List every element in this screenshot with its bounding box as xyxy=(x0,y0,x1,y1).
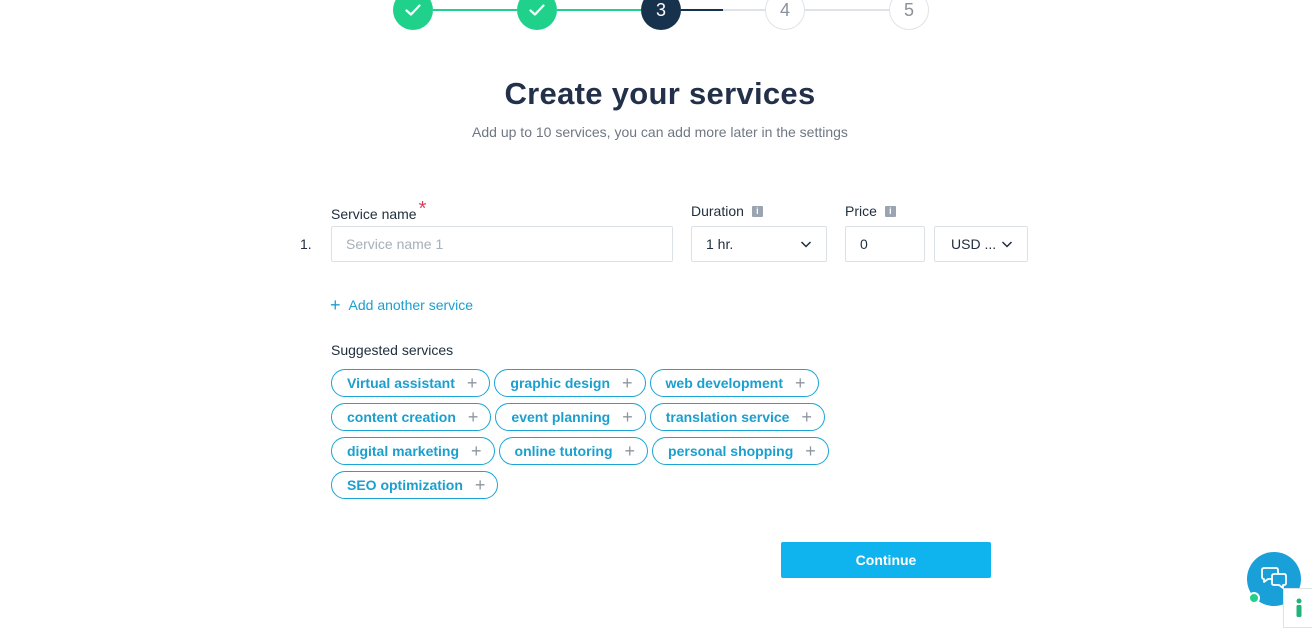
add-another-service-label: Add another service xyxy=(348,297,474,313)
step-connector xyxy=(557,9,641,11)
plus-icon: + xyxy=(474,475,486,495)
suggested-services-list: Virtual assistant+graphic design+web dev… xyxy=(331,369,871,505)
step-2-completed[interactable] xyxy=(517,0,557,30)
service-name-label: Service name* xyxy=(331,198,426,225)
suggested-service-chip[interactable]: web development + xyxy=(649,369,819,397)
duration-value: 1 hr. xyxy=(706,236,734,252)
side-feedback-tab[interactable] xyxy=(1283,588,1312,628)
plus-icon: + xyxy=(622,407,633,427)
duration-label: Duration i xyxy=(691,203,763,219)
suggested-service-label: graphic design xyxy=(510,375,610,391)
duration-select[interactable]: 1 hr. xyxy=(691,226,827,262)
plus-icon: + xyxy=(801,407,812,427)
suggested-service-chip[interactable]: online tutoring + xyxy=(498,437,649,465)
duration-label-text: Duration xyxy=(691,203,744,219)
checkmark-icon xyxy=(405,4,421,16)
suggested-service-label: Virtual assistant xyxy=(347,375,455,391)
price-label-text: Price xyxy=(845,203,877,219)
service-name-input[interactable] xyxy=(331,226,673,262)
suggested-service-chip[interactable]: Virtual assistant + xyxy=(331,369,491,397)
required-asterisk: * xyxy=(418,198,427,220)
suggested-service-label: digital marketing xyxy=(347,443,460,459)
page-subtitle: Add up to 10 services, you can add more … xyxy=(472,124,848,140)
progress-stepper: 3 4 5 xyxy=(393,0,929,30)
step-5: 5 xyxy=(889,0,929,30)
plus-icon: + xyxy=(805,441,816,461)
plus-icon: + xyxy=(467,407,479,427)
checkmark-icon xyxy=(529,4,545,16)
step-4: 4 xyxy=(765,0,805,30)
suggested-service-label: event planning xyxy=(511,409,611,425)
chevron-down-icon xyxy=(800,241,812,248)
suggested-service-chip[interactable]: personal shopping + xyxy=(652,437,829,465)
suggested-service-chip[interactable]: graphic design + xyxy=(494,369,646,397)
service-row-number: 1. xyxy=(300,236,312,252)
plus-icon: + xyxy=(794,373,806,393)
person-icon xyxy=(1296,598,1301,617)
step-connector xyxy=(433,9,517,11)
currency-value: USD ... xyxy=(951,236,997,252)
suggested-service-chip[interactable]: content creation + xyxy=(331,403,492,431)
online-status-dot xyxy=(1248,592,1260,604)
service-name-label-text: Service name xyxy=(331,206,417,222)
step-3-current: 3 xyxy=(641,0,681,30)
plus-icon: + xyxy=(471,441,482,461)
step-connector xyxy=(681,9,723,11)
step-connector xyxy=(805,9,889,11)
plus-icon: + xyxy=(330,295,341,315)
plus-icon: + xyxy=(622,373,633,393)
currency-select[interactable]: USD ... xyxy=(934,226,1028,262)
add-another-service-link[interactable]: + Add another service xyxy=(330,296,473,314)
info-icon[interactable]: i xyxy=(884,205,896,217)
suggested-service-label: translation service xyxy=(665,409,790,425)
suggested-row: Virtual assistant+graphic design+web dev… xyxy=(331,369,871,397)
suggested-service-label: web development xyxy=(665,375,783,391)
plus-icon: + xyxy=(466,373,478,393)
chat-bubbles-icon xyxy=(1261,567,1287,589)
info-icon[interactable]: i xyxy=(751,205,763,217)
price-value: 0 xyxy=(860,236,868,252)
step-1-completed[interactable] xyxy=(393,0,433,30)
suggested-service-label: personal shopping xyxy=(668,443,794,459)
plus-icon: + xyxy=(624,441,636,461)
suggested-service-label: content creation xyxy=(347,409,456,425)
chevron-down-icon xyxy=(1001,241,1013,248)
suggested-row: digital marketing+online tutoring+person… xyxy=(331,437,871,465)
suggested-row: SEO optimization + xyxy=(331,471,871,499)
suggested-services-label: Suggested services xyxy=(331,342,454,358)
suggested-service-chip[interactable]: translation service + xyxy=(649,403,825,431)
suggested-service-chip[interactable]: digital marketing + xyxy=(331,437,495,465)
price-input[interactable]: 0 xyxy=(845,226,925,262)
step-connector xyxy=(723,9,765,11)
suggested-service-chip[interactable]: event planning + xyxy=(495,403,646,431)
suggested-service-chip[interactable]: SEO optimization + xyxy=(331,471,499,499)
suggested-service-label: SEO optimization xyxy=(347,477,463,493)
suggested-service-label: online tutoring xyxy=(514,443,613,459)
suggested-row: content creation+event planning+translat… xyxy=(331,403,871,431)
continue-button[interactable]: Continue xyxy=(781,542,991,578)
page-title: Create your services xyxy=(504,76,816,111)
